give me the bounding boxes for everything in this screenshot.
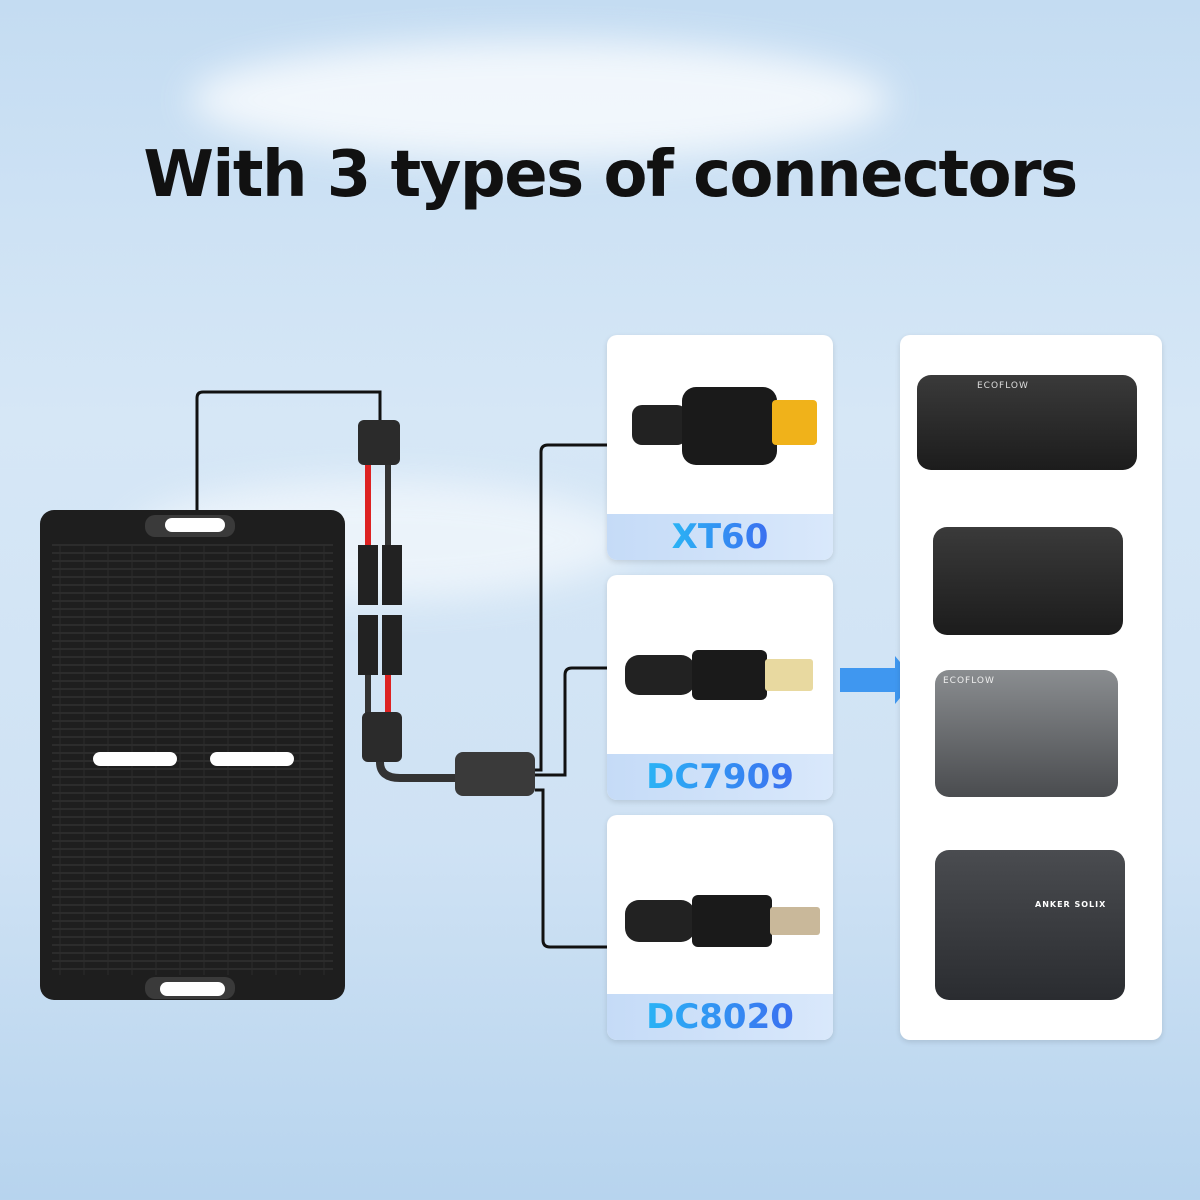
solar-panel <box>40 510 345 1000</box>
connector-card-dc7909: DC7909 <box>607 575 833 800</box>
arrow-icon <box>840 656 915 704</box>
dc8020-connector-image <box>625 895 820 947</box>
connector-label: DC8020 <box>646 997 794 1037</box>
splitter-hub <box>455 752 535 796</box>
page-title: With 3 types of connectors <box>143 138 1078 212</box>
power-station-1: ECOFLOW <box>917 375 1137 470</box>
cloud <box>190 40 890 160</box>
device-logo: ANKER SOLIX <box>1035 900 1107 909</box>
device-logo: ECOFLOW <box>977 381 1029 391</box>
connector-label: DC7909 <box>646 757 794 797</box>
power-station-4: ANKER SOLIX <box>935 850 1125 1000</box>
dc7909-connector-image <box>625 650 813 700</box>
connector-label: XT60 <box>671 517 769 557</box>
device-logo: ECOFLOW <box>943 676 995 686</box>
branch-connector <box>358 420 400 465</box>
power-station-2 <box>933 527 1123 635</box>
connector-card-xt60: XT60 <box>607 335 833 560</box>
xt60-connector-image <box>632 387 817 465</box>
connector-card-dc8020: DC8020 <box>607 815 833 1040</box>
mc4-connector <box>358 545 378 605</box>
power-stations-card: ECOFLOW ECOFLOW ANKER SOLIX <box>900 335 1162 1040</box>
power-station-3: ECOFLOW <box>935 670 1118 797</box>
